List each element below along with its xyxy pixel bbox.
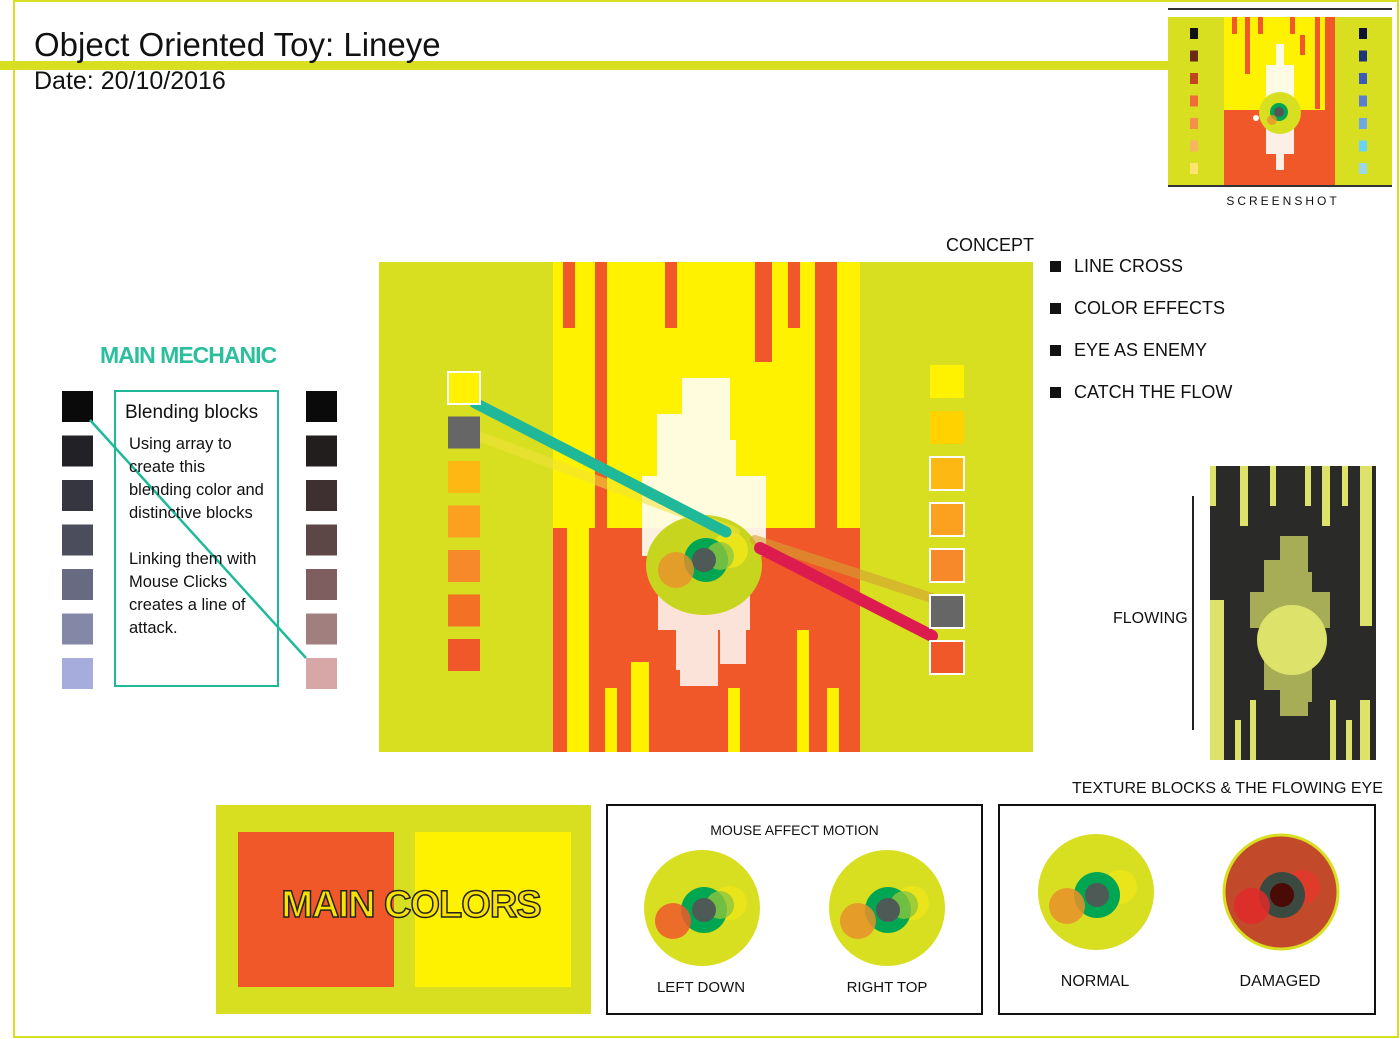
mechanic-description: Using array to create this blending colo… bbox=[129, 433, 269, 640]
screenshot-thumbnail bbox=[1168, 8, 1392, 187]
mouse-motion-panel bbox=[606, 804, 983, 1015]
thumb-swatch bbox=[1190, 95, 1198, 107]
mechanic-text-2: Linking them with Mouse Clicks creates a… bbox=[129, 550, 257, 637]
flowing-label: FLOWING bbox=[1113, 610, 1188, 627]
concept-heading: CONCEPT bbox=[946, 235, 1035, 255]
thumb-swatch bbox=[1359, 163, 1367, 174]
eye-normal bbox=[1038, 834, 1154, 950]
thumb-swatch bbox=[1359, 50, 1367, 62]
left-down-label: LEFT DOWN bbox=[656, 979, 746, 996]
thumb-swatch bbox=[1190, 50, 1198, 62]
right-top-label: RIGHT TOP bbox=[846, 979, 928, 996]
page-frame bbox=[13, 0, 1399, 1038]
blend-swatch bbox=[62, 480, 93, 511]
block-swatch bbox=[448, 416, 480, 449]
thumb-swatch bbox=[1190, 140, 1198, 152]
mechanic-heading: Blending blocks bbox=[125, 402, 259, 423]
main-mechanic-title: MAIN MECHANIC bbox=[100, 342, 277, 368]
thumb-swatch bbox=[1359, 140, 1367, 152]
page-date: Date: 20/10/2016 bbox=[34, 67, 226, 95]
blend-swatches-left bbox=[62, 391, 93, 689]
thumb-swatch bbox=[1190, 28, 1198, 39]
concept-item: EYE AS ENEMY bbox=[1050, 340, 1232, 382]
flowing-texture bbox=[1192, 466, 1376, 760]
page-title: Object Oriented Toy: Lineye bbox=[34, 26, 441, 63]
concept-list: LINE CROSS COLOR EFFECTS EYE AS ENEMY CA… bbox=[1050, 256, 1232, 424]
blend-swatches-right bbox=[306, 391, 337, 689]
concept-art bbox=[379, 262, 1033, 752]
blend-swatch bbox=[62, 613, 93, 645]
blend-swatch bbox=[306, 613, 337, 645]
eye-damaged bbox=[1222, 833, 1340, 951]
block-swatch bbox=[929, 640, 965, 675]
blend-swatch bbox=[306, 391, 337, 422]
blend-swatch bbox=[306, 435, 337, 467]
header-bar bbox=[0, 61, 1172, 70]
bullet-square-icon bbox=[1050, 261, 1061, 272]
block-swatch bbox=[930, 365, 964, 398]
blend-swatch bbox=[62, 391, 93, 422]
eye-states-panel bbox=[998, 804, 1376, 1015]
attack-line-demo bbox=[89, 419, 307, 659]
normal-label: NORMAL bbox=[1060, 973, 1130, 990]
thumb-swatch bbox=[1190, 118, 1198, 129]
blend-swatch bbox=[306, 658, 337, 689]
blend-swatch bbox=[62, 569, 93, 600]
main-colors-label: MAIN COLORS bbox=[281, 883, 543, 927]
mouse-motion-title: MOUSE AFFECT MOTION bbox=[710, 822, 879, 838]
block-swatch bbox=[448, 505, 480, 538]
screenshot-label: SCREENSHOT bbox=[1226, 194, 1340, 208]
bullet-square-icon bbox=[1050, 387, 1061, 398]
block-swatch bbox=[448, 461, 480, 493]
thumb-swatch bbox=[1359, 73, 1367, 84]
block-swatch bbox=[447, 371, 481, 405]
thumb-swatch bbox=[1190, 163, 1198, 174]
block-swatch bbox=[448, 594, 480, 627]
concept-item: COLOR EFFECTS bbox=[1050, 298, 1232, 340]
block-swatch bbox=[448, 550, 480, 582]
thumb-swatch bbox=[1359, 28, 1367, 39]
bullet-square-icon bbox=[1050, 345, 1061, 356]
mechanic-text-1: Using array to create this blending colo… bbox=[129, 435, 264, 522]
block-swatch bbox=[929, 548, 965, 583]
block-swatch bbox=[929, 456, 965, 491]
blend-swatch bbox=[62, 524, 93, 556]
block-swatch bbox=[929, 502, 965, 537]
thumb-swatch bbox=[1190, 73, 1198, 84]
blend-swatch bbox=[62, 658, 93, 689]
concept-item: CATCH THE FLOW bbox=[1050, 382, 1232, 424]
concept-item: LINE CROSS bbox=[1050, 256, 1232, 298]
block-swatch bbox=[930, 411, 964, 444]
bullet-square-icon bbox=[1050, 303, 1061, 314]
block-swatch bbox=[448, 639, 480, 671]
main-colors-panel bbox=[216, 805, 591, 1014]
mechanic-box bbox=[114, 390, 279, 687]
color-swatch-orange bbox=[238, 832, 394, 987]
color-swatch-yellow bbox=[415, 832, 571, 987]
blend-swatch bbox=[306, 524, 337, 556]
blend-swatch bbox=[306, 569, 337, 600]
blend-swatch bbox=[62, 435, 93, 467]
texture-caption: TEXTURE BLOCKS & THE FLOWING EYE bbox=[1072, 780, 1383, 797]
eye-right-top bbox=[829, 850, 945, 966]
damaged-label: DAMAGED bbox=[1239, 973, 1321, 990]
blend-swatch bbox=[306, 480, 337, 511]
eye-left-down bbox=[644, 850, 760, 966]
thumb-swatch bbox=[1359, 95, 1367, 107]
thumb-swatch bbox=[1359, 118, 1367, 129]
block-swatch bbox=[929, 594, 965, 629]
